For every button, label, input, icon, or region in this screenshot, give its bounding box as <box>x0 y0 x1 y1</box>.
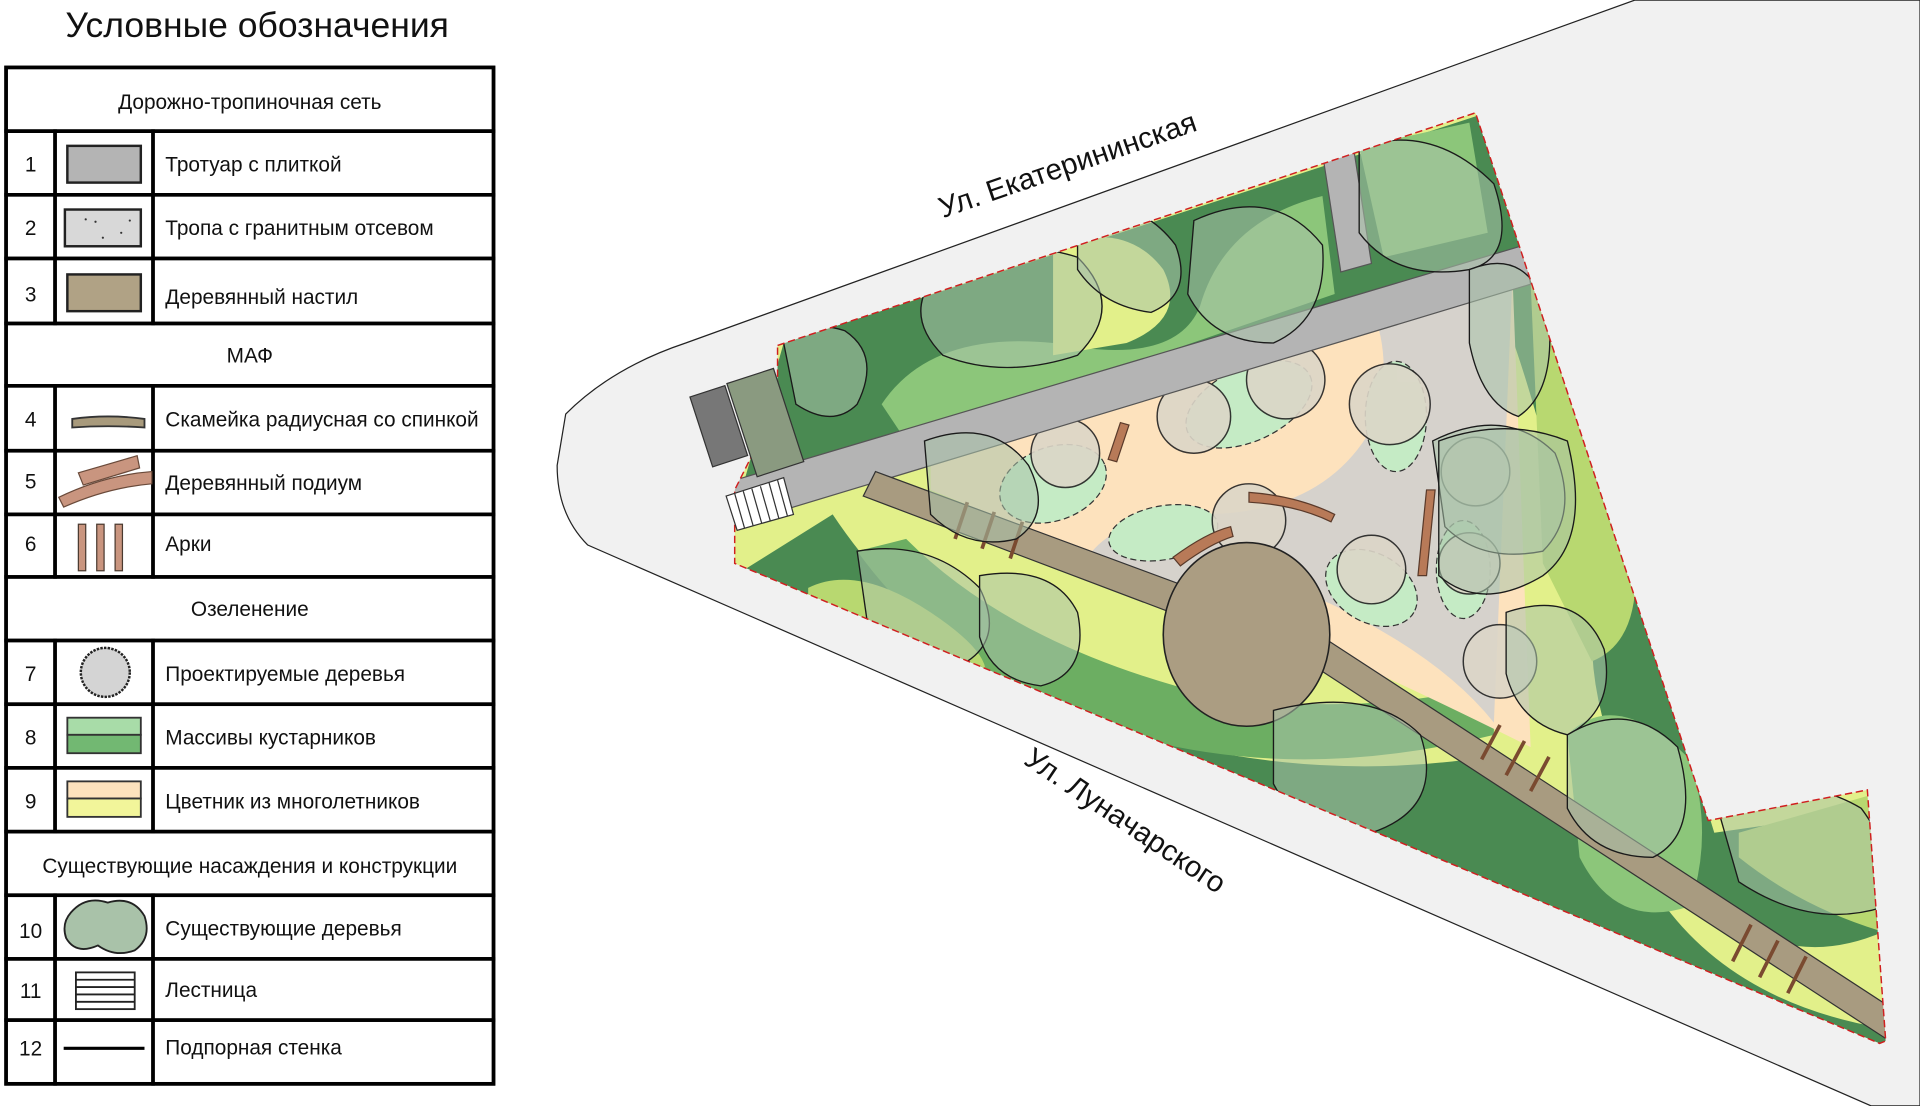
legend-section-roads: Дорожно-тропиночная сеть <box>4 65 496 133</box>
legend-row-11: 11 Лестница <box>4 957 496 1022</box>
row-label: Массивы кустарников <box>165 727 376 750</box>
legend-row-3: 3 Деревянный настил <box>4 256 496 326</box>
row-label: Деревянный подиум <box>165 472 362 495</box>
row-label: Деревянный настил <box>165 286 358 309</box>
tree-icon <box>79 646 132 699</box>
legend-row-5: 5 Деревянный подиум <box>4 448 496 517</box>
row-number: 7 <box>25 663 37 686</box>
row-label: Лестница <box>165 979 257 1002</box>
stairs-icon <box>75 971 136 1011</box>
bench-icon <box>71 415 146 429</box>
existing-trees <box>782 139 1886 916</box>
row-label: Тропа с гранитным отсевом <box>165 217 433 240</box>
legend-section-greenery: Озеленение <box>4 575 496 643</box>
row-number: 12 <box>19 1038 42 1061</box>
podium-icon <box>57 454 153 508</box>
legend-row-12: 12 Подпорная стенка <box>4 1018 496 1086</box>
arches-icon <box>77 523 124 572</box>
row-number: 11 <box>20 980 42 1003</box>
row-label: Тротуар с плиткой <box>165 154 341 177</box>
row-number: 6 <box>25 533 37 556</box>
row-label: Подпорная стенка <box>165 1036 342 1059</box>
legend-title: Условные обозначения <box>65 5 449 45</box>
legend-row-9: 9 Цветник из многолетников <box>4 766 496 834</box>
paved-sidewalk-icon <box>66 144 143 184</box>
wooden-deck-icon <box>66 273 143 313</box>
section-title: Дорожно-тропиночная сеть <box>118 91 381 114</box>
existing-tree-icon <box>63 899 148 955</box>
row-number: 5 <box>25 471 37 494</box>
wooden-podium-circle <box>1162 541 1331 728</box>
legend-row-4: 4 Скамейка радиусная со спинкой <box>4 384 496 453</box>
legend-row-1: 1 Тротуар с плиткой <box>4 129 496 197</box>
row-label: Существующие деревья <box>165 918 401 941</box>
row-number: 2 <box>25 217 37 240</box>
row-number: 8 <box>25 727 37 750</box>
row-label: Скамейка радиусная со спинкой <box>165 408 478 431</box>
row-label: Проектируемые деревья <box>165 663 405 686</box>
benches <box>1107 421 1436 577</box>
row-number: 4 <box>25 408 37 431</box>
row-number: 9 <box>25 790 37 813</box>
row-label: Арки <box>165 533 211 556</box>
entrance-stairs <box>689 367 805 532</box>
granite-path-icon <box>63 208 143 248</box>
legend-row-8: 8 Массивы кустарников <box>4 702 496 770</box>
shrubs-icon <box>66 716 142 755</box>
legend-section-maf: МАФ <box>4 321 496 388</box>
row-number: 1 <box>25 154 37 177</box>
section-title: МАФ <box>227 345 273 368</box>
row-number: 10 <box>19 920 42 943</box>
legend-row-6: 6 Арки <box>4 512 496 579</box>
legend-row-10: 10 Существующие деревья <box>4 893 496 961</box>
row-number: 3 <box>25 283 37 306</box>
flowerbed-icon <box>66 780 142 818</box>
legend-row-2: 2 Тропа с гранитным отсевом <box>4 193 496 261</box>
section-title: Существующие насаждения и конструкции <box>42 855 457 878</box>
legend: Условные обозначения Дорожно-тропиночная… <box>4 5 496 1086</box>
section-title: Озеленение <box>191 598 309 621</box>
row-label: Цветник из многолетников <box>165 790 420 813</box>
site-plan: Ул. Екатерининская Ул. Луначарского <box>556 0 1920 1106</box>
legend-section-existing: Существующие насаждения и конструкции <box>4 829 496 898</box>
legend-row-7: 7 Проектируемые деревья <box>4 638 496 707</box>
